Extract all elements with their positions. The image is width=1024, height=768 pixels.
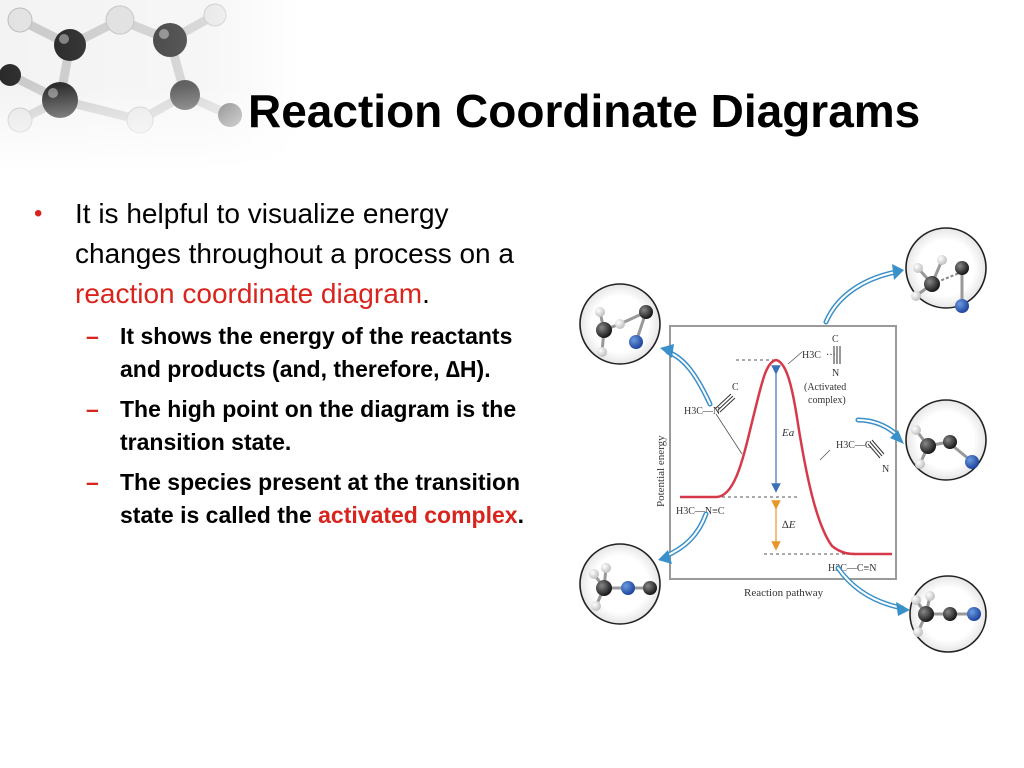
late-species-n: N: [882, 464, 889, 475]
bullet-text: It is helpful to visualize energy change…: [75, 198, 514, 269]
transition-n-label: N: [832, 368, 839, 379]
plot-frame: [669, 325, 897, 580]
early-species-c: C: [732, 382, 739, 393]
late-species-label: H3C—C: [836, 440, 872, 451]
molecule-decoration: [0, 0, 300, 170]
molecule-bubble-top-left: [579, 283, 661, 365]
reaction-diagram: Ea ∆E Potential energy Reaction pathway …: [579, 227, 987, 653]
page-title: Reaction Coordinate Diagrams: [248, 85, 921, 137]
reactant-label: H3C—N≡C: [676, 506, 725, 517]
early-species-label: H3C—N: [684, 406, 720, 417]
sub-bullet-3: – The species present at the transition …: [34, 466, 544, 532]
product-label: H3C—C≡N: [828, 563, 876, 574]
transition-c-label: C: [832, 334, 839, 345]
x-axis-label: Reaction pathway: [744, 587, 824, 599]
molecule-bubble-top-right: [905, 227, 987, 313]
energy-curve: [680, 358, 892, 556]
sub-bullet-text: The species present at the transition st…: [120, 469, 521, 528]
ea-label: Ea: [781, 427, 795, 439]
sub-bullet-list: – It shows the energy of the reactants a…: [34, 320, 544, 532]
slide-content: • It is helpful to visualize energy chan…: [34, 194, 544, 532]
y-axis-label: Potential energy: [655, 435, 667, 507]
transition-label: H3C: [802, 350, 821, 361]
sub-bullet-1: – It shows the energy of the reactants a…: [34, 320, 544, 386]
main-bullet: • It is helpful to visualize energy chan…: [34, 194, 544, 314]
molecule-bubble-bottom-left: [579, 543, 661, 625]
bullet-end: .: [422, 278, 430, 309]
svg-text:···: ···: [826, 350, 836, 361]
dash-marker: –: [86, 469, 99, 495]
sub-bullet-text: The high point on the diagram is the tra…: [120, 396, 517, 455]
sub-bullet-end: .: [517, 502, 524, 528]
dash-marker: –: [86, 396, 99, 422]
sub-bullet-2: – The high point on the diagram is the t…: [34, 393, 544, 459]
sub-bullet-highlight: activated complex: [318, 502, 518, 528]
bullet-highlight: reaction coordinate diagram: [75, 278, 423, 309]
dash-marker: –: [86, 323, 99, 349]
molecule-bubble-bottom-right: [909, 575, 987, 653]
bullet-dot: •: [34, 200, 43, 227]
delta-e-label: ∆E: [782, 519, 796, 531]
molecule-bubble-mid-right: [905, 399, 987, 481]
sub-bullet-text: It shows the energy of the reactants and…: [120, 323, 513, 382]
